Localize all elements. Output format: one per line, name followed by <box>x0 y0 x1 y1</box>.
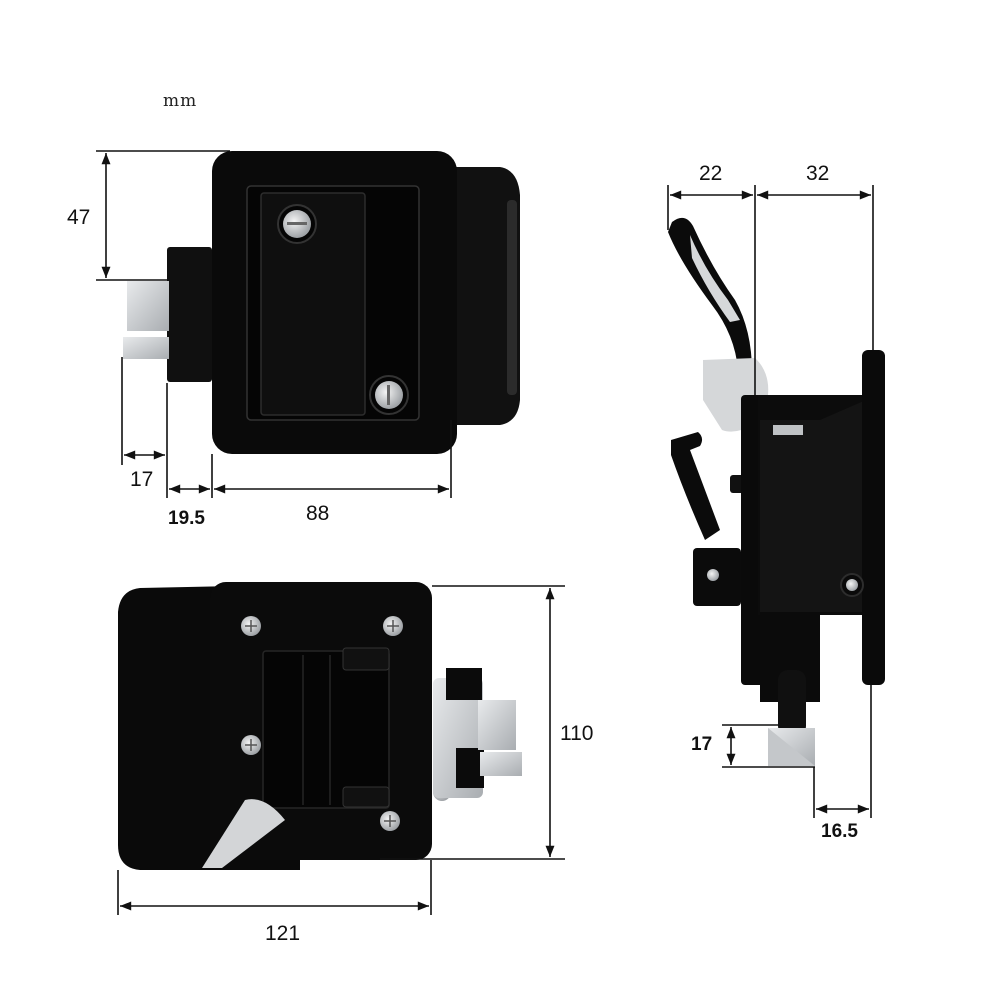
front-side-flange <box>440 167 520 425</box>
back-view <box>118 582 522 870</box>
front-view <box>123 151 520 454</box>
dimension-label-47: 47 <box>67 206 91 229</box>
front-deadbolt <box>123 337 169 359</box>
dimension-label-19-5: 19.5 <box>168 508 205 529</box>
dimension-label-22: 22 <box>699 162 723 185</box>
side-thumb-turn <box>671 432 720 540</box>
dimension-label-17-front: 17 <box>130 468 154 491</box>
dimension-label-17-side: 17 <box>691 734 713 755</box>
dimension-label-32: 32 <box>806 162 830 185</box>
side-handle-lever <box>668 217 752 400</box>
unit-label: mm <box>163 91 198 111</box>
side-view <box>668 217 885 766</box>
dimension-label-88: 88 <box>306 502 330 525</box>
front-paddle-handle <box>260 192 366 416</box>
dimension-label-16-5: 16.5 <box>821 821 858 842</box>
front-latch-bolt <box>127 281 169 331</box>
front-bolt-housing <box>167 247 212 382</box>
back-dimension-lines <box>117 585 565 915</box>
dimension-label-110: 110 <box>560 722 594 745</box>
dimension-label-121: 121 <box>265 922 301 945</box>
front-dimension-lines <box>96 150 452 498</box>
side-outer-flange <box>862 350 885 685</box>
back-deadbolt <box>480 752 522 776</box>
back-release-lever <box>202 799 285 868</box>
back-latch-bolt <box>478 700 516 750</box>
back-lever-cover <box>262 650 390 809</box>
side-dimension-lines <box>667 185 874 818</box>
